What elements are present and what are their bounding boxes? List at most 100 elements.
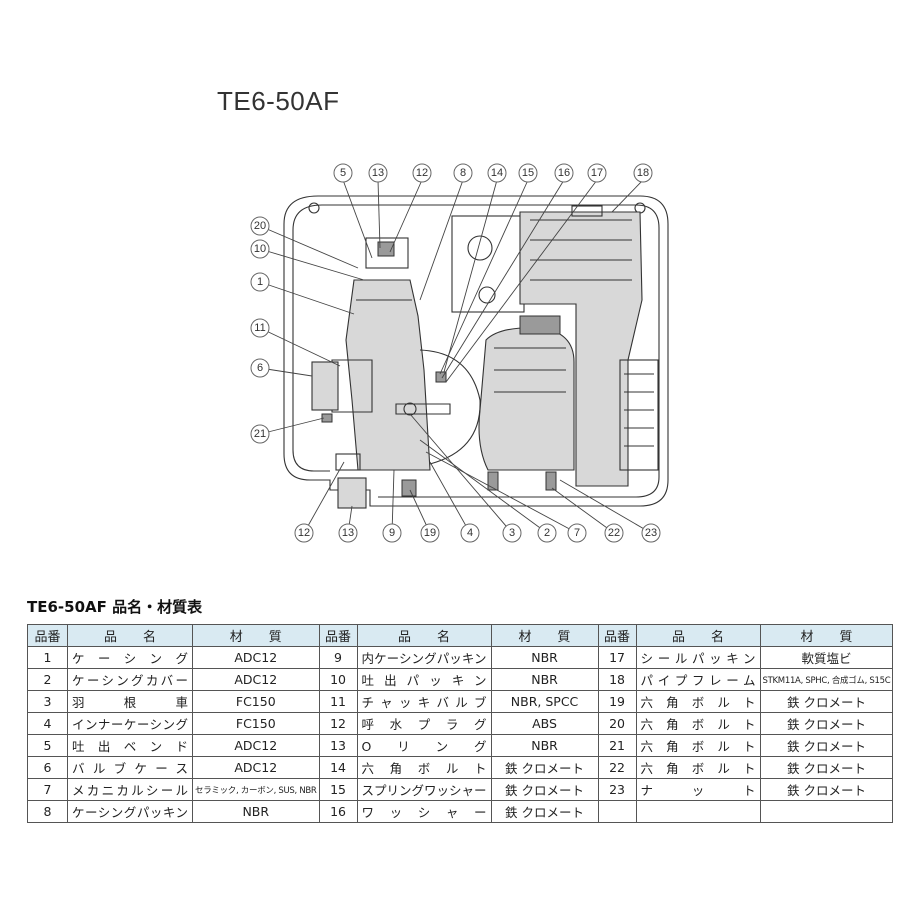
cell-part-number: 15 [318, 778, 358, 801]
header-material: 材 質 [192, 624, 320, 647]
cell-material: ADC12 [192, 646, 320, 669]
cell-material: NBR [490, 734, 599, 757]
cell-part-number: 21 [597, 734, 637, 757]
svg-text:3: 3 [509, 527, 515, 539]
callouts-top: 5 13 12 8 14 15 16 17 18 [333, 163, 653, 183]
cell-part-number: 6 [27, 756, 68, 779]
cell-part-name: 吐出ベンド [67, 734, 193, 757]
header-name: 品 名 [67, 624, 193, 647]
svg-text:21: 21 [254, 428, 266, 440]
cell-part-number: 18 [597, 668, 637, 691]
cell-part-name: バルブケース [67, 756, 193, 779]
svg-text:4: 4 [467, 527, 473, 539]
cell-material: 鉄 クロメート [759, 712, 894, 735]
callout: 5 [333, 163, 353, 183]
cell-part-number: 2 [27, 668, 68, 691]
svg-text:14: 14 [491, 167, 503, 179]
cell-material: FC150 [192, 712, 320, 735]
cell-part-name: 羽根車 [67, 690, 193, 713]
callout: 22 [604, 523, 624, 543]
pump-casing [311, 237, 557, 509]
callouts-left: 20 10 1 11 6 21 [250, 216, 270, 444]
callout: 8 [453, 163, 473, 183]
cell-part-name: メカニカルシール [67, 778, 193, 801]
engine [451, 205, 659, 487]
cell-material: ABS [490, 712, 599, 735]
cell-part-number: 16 [318, 800, 358, 823]
cell-part-name: ワッシャー [356, 800, 492, 823]
cell-material: 鉄 クロメート [490, 800, 599, 823]
cell-material: NBR [490, 668, 599, 691]
table-title: TE6-50AF 品名・材質表 [27, 598, 203, 616]
cell-part-number: 17 [597, 646, 637, 669]
cell-material: 鉄 クロメート [759, 778, 894, 801]
cell-part-number: 3 [27, 690, 68, 713]
cell-part-number: 8 [27, 800, 68, 823]
cell-part-name: シールパッキン [635, 646, 761, 669]
cell-part-name: インナーケーシング [67, 712, 193, 735]
header-name: 品 名 [356, 624, 492, 647]
svg-text:20: 20 [254, 220, 266, 232]
cell-part-number: 4 [27, 712, 68, 735]
callout: 3 [502, 523, 522, 543]
cell-material: STKM11A, SPHC, 合成ゴム, S15C [759, 668, 894, 691]
cell-part-number: 12 [318, 712, 358, 735]
svg-text:12: 12 [298, 527, 310, 539]
svg-text:22: 22 [608, 527, 620, 539]
cell-part-name: 内ケーシングパッキン [356, 646, 492, 669]
cell-part-number: 23 [597, 778, 637, 801]
callout: 4 [460, 523, 480, 543]
svg-text:9: 9 [389, 527, 395, 539]
cell-part-number: 1 [27, 646, 68, 669]
svg-text:2: 2 [544, 527, 550, 539]
cell-part-number: 19 [597, 690, 637, 713]
svg-text:17: 17 [591, 167, 603, 179]
callout: 6 [250, 358, 270, 378]
svg-text:1: 1 [257, 276, 263, 288]
cell-part-name: 六角ボルト [635, 690, 761, 713]
cell-part-number: 10 [318, 668, 358, 691]
cell-material: ADC12 [192, 756, 320, 779]
cell-material: FC150 [192, 690, 320, 713]
cell-material: 鉄 クロメート [759, 756, 894, 779]
header-no: 品番 [318, 624, 358, 647]
callout: 13 [368, 163, 388, 183]
cell-part-name: スプリングワッシャー [356, 778, 492, 801]
header-name: 品 名 [635, 624, 761, 647]
svg-text:23: 23 [645, 527, 657, 539]
cell-part-name [635, 800, 761, 823]
cell-part-name: ケーシング [67, 646, 193, 669]
header-no: 品番 [27, 624, 68, 647]
cell-part-number: 11 [318, 690, 358, 713]
callout: 1 [250, 272, 270, 292]
cell-part-name: パイプフレーム [635, 668, 761, 691]
header-no: 品番 [597, 624, 637, 647]
callout: 19 [420, 523, 440, 543]
cell-material: ADC12 [192, 668, 320, 691]
svg-text:5: 5 [340, 167, 346, 179]
header-material: 材 質 [759, 624, 894, 647]
cell-part-number: 20 [597, 712, 637, 735]
cell-material: 鉄 クロメート [759, 690, 894, 713]
leader-lines [259, 179, 652, 534]
cell-material: 鉄 クロメート [490, 756, 599, 779]
svg-text:13: 13 [342, 527, 354, 539]
callout: 2 [537, 523, 557, 543]
pump-exploded-diagram: 5 13 12 8 14 15 16 17 18 20 10 1 11 6 21… [250, 163, 669, 543]
callout: 7 [567, 523, 587, 543]
callout: 21 [250, 424, 270, 444]
callout: 20 [250, 216, 270, 236]
callout: 14 [487, 163, 507, 183]
callout: 9 [382, 523, 402, 543]
cell-part-name: ケーシングパッキン [67, 800, 193, 823]
cell-part-name: 吐出パッキン [356, 668, 492, 691]
cell-part-name: 呼水プラグ [356, 712, 492, 735]
cell-material: 鉄 クロメート [490, 778, 599, 801]
